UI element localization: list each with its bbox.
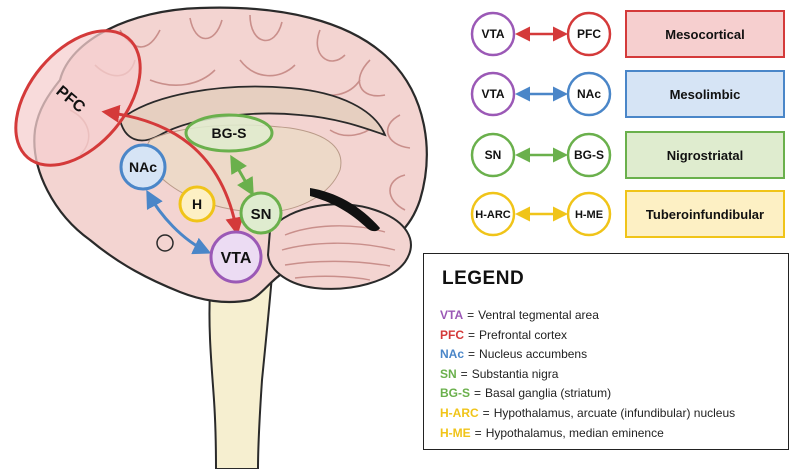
pathway-name: Mesocortical bbox=[665, 27, 744, 42]
legend-separator: = bbox=[468, 327, 476, 342]
pathway-node-to bbox=[566, 132, 612, 178]
pathway-name-box bbox=[625, 10, 785, 58]
pathway-from-label: VTA bbox=[481, 27, 504, 41]
legend-abbr: BG-S bbox=[440, 386, 470, 401]
pathway-from-label: VTA bbox=[481, 87, 504, 101]
mesolimbic-arrow bbox=[146, 189, 212, 255]
legend-item: SN=Substantia nigra bbox=[440, 365, 735, 385]
h-label: H bbox=[192, 196, 202, 212]
legend-abbr: SN bbox=[440, 366, 457, 381]
pathway-node-from bbox=[470, 191, 516, 237]
pathway-row-mesocortical: VTA PFC Mesocortical bbox=[470, 10, 785, 58]
nigrostriatal-arrow bbox=[230, 154, 254, 197]
pathway-node-from bbox=[470, 71, 516, 117]
pathway-row-tuberoinfundibular: H-ARC H-ME Tuberoinfundibular bbox=[470, 190, 785, 238]
legend-item: PFC =Prefrontal cortex bbox=[440, 326, 735, 346]
h-node bbox=[178, 185, 216, 223]
pathway-row-mesolimbic: VTA NAc Mesolimbic bbox=[470, 70, 785, 118]
pathway-name: Mesolimbic bbox=[670, 87, 741, 102]
pathway-name-box bbox=[625, 190, 785, 238]
legend-item: BG-S =Basal ganglia (striatum) bbox=[440, 384, 735, 404]
mesocortical-arrow bbox=[101, 104, 244, 236]
legend-desc: Basal ganglia (striatum) bbox=[485, 386, 612, 401]
legend-desc: Hypothalamus, arcuate (infundibular) nuc… bbox=[493, 405, 736, 420]
pathway-to-label: PFC bbox=[577, 27, 601, 41]
pathway-node-from bbox=[470, 132, 516, 178]
legend-title: LEGEND bbox=[442, 268, 525, 289]
legend-item: NAc=Nucleus accumbens bbox=[440, 345, 735, 365]
pathway-to-label: NAc bbox=[577, 87, 601, 101]
vta-label: VTA bbox=[221, 250, 252, 267]
pathway-name-box bbox=[625, 70, 785, 118]
legend-item: VTA=Ventral tegmental area bbox=[440, 306, 735, 326]
vta-node bbox=[209, 230, 263, 284]
legend-separator: = bbox=[468, 347, 476, 362]
legend-desc: Prefrontal cortex bbox=[479, 327, 568, 342]
legend-desc: Hypothalamus, median eminence bbox=[485, 425, 664, 440]
legend-abbr: H-ME bbox=[440, 425, 471, 440]
legend-abbr: PFC bbox=[440, 327, 464, 342]
pathway-to-label: H-ME bbox=[575, 209, 603, 221]
pathway-key: VTA PFC Mesocortical VTA NAc Mesolimbic … bbox=[470, 10, 785, 238]
legend-separator: = bbox=[482, 405, 490, 420]
legend-separator: = bbox=[474, 386, 482, 401]
legend-item: H-ME=Hypothalamus, median eminence bbox=[440, 424, 735, 444]
sn-node bbox=[239, 191, 283, 235]
nac-label: NAc bbox=[129, 159, 157, 175]
pathway-row-nigrostriatal: SN BG-S Nigrostriatal bbox=[470, 131, 785, 179]
legend-desc: Ventral tegmental area bbox=[478, 308, 599, 322]
legend-abbr: H-ARC bbox=[440, 405, 479, 420]
legend-desc: Nucleus accumbens bbox=[479, 347, 588, 362]
legend-item: H-ARC=Hypothalamus, arcuate (infundibula… bbox=[440, 404, 735, 424]
pathway-node-from bbox=[470, 11, 516, 57]
legend-abbr: VTA bbox=[440, 308, 464, 322]
pathway-from-label: SN bbox=[485, 148, 502, 162]
pituitary bbox=[156, 234, 174, 252]
pathway-node-to bbox=[566, 11, 612, 57]
legend-separator: = bbox=[467, 308, 475, 322]
legend-separator: = bbox=[474, 425, 482, 440]
pathway-to-label: BG-S bbox=[574, 148, 604, 162]
bgs-label: BG-S bbox=[212, 125, 247, 141]
pathway-name: Tuberoinfundibular bbox=[646, 207, 764, 222]
sn-label: SN bbox=[251, 206, 272, 223]
legend-separator: = bbox=[460, 366, 468, 381]
nac-node bbox=[119, 143, 167, 191]
brainstem bbox=[208, 273, 274, 469]
pathway-from-label: H-ARC bbox=[475, 209, 510, 221]
legend-abbr: NAc bbox=[440, 347, 465, 362]
calcarine-fissure bbox=[310, 188, 380, 232]
pathway-node-to bbox=[566, 191, 612, 237]
pathway-node-to bbox=[566, 71, 612, 117]
legend: LEGEND VTA=Ventral tegmental area PFC=Pr… bbox=[423, 253, 789, 450]
legend-desc: Substantia nigra bbox=[471, 366, 559, 381]
pathway-name: Nigrostriatal bbox=[667, 148, 744, 163]
cerebellum-folia bbox=[281, 225, 396, 281]
legend-list: VTA=Ventral tegmental area PFC=Prefronta… bbox=[440, 306, 735, 443]
pathway-name-box bbox=[625, 131, 785, 179]
